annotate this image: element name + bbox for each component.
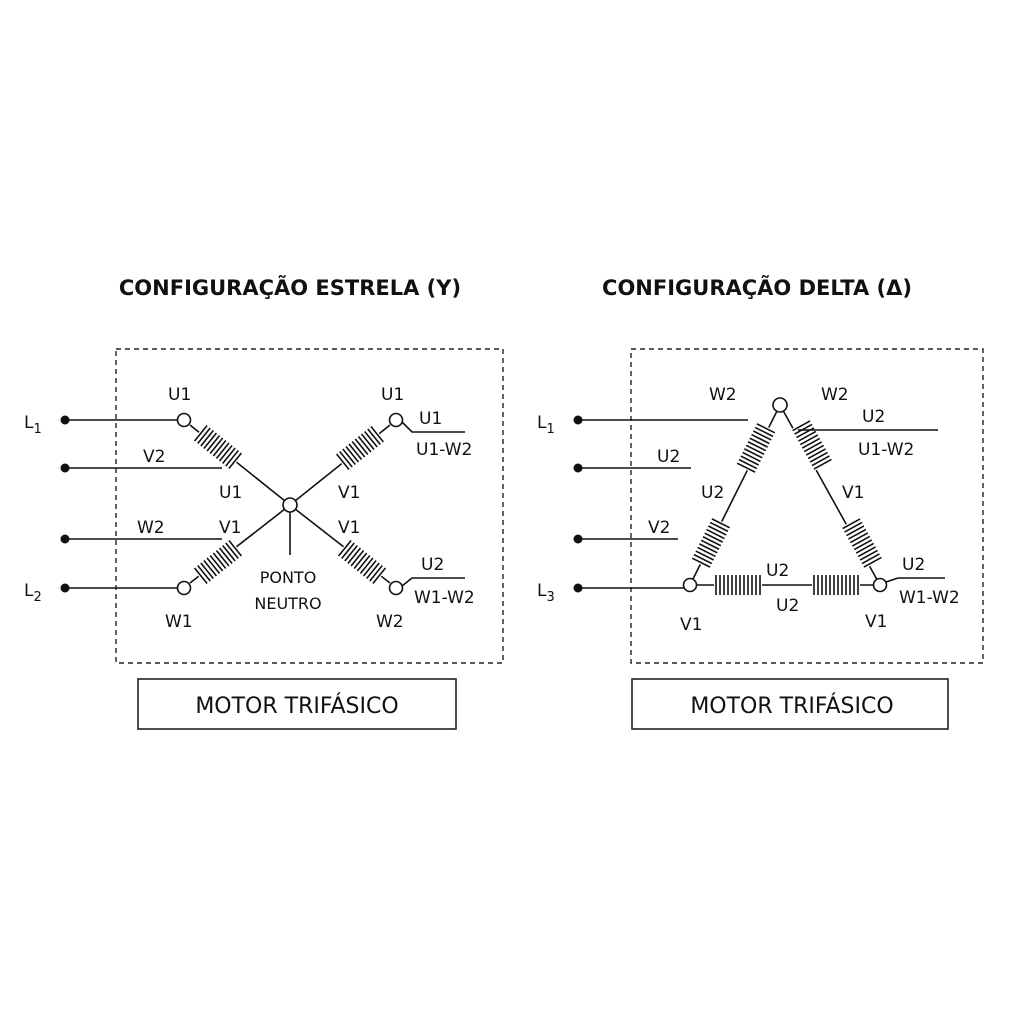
delta-label-v2-left-line: V2: [648, 518, 670, 538]
delta-left-terminal: [682, 577, 698, 593]
delta-label-u2-bottom-under: U2: [776, 596, 799, 616]
star-label-u2-right: U2: [421, 555, 444, 575]
delta-label-u2-top-right: U2: [862, 407, 885, 427]
star-label-w1w2: W1-W2: [414, 588, 475, 608]
star-coil-upper-left: [193, 424, 243, 470]
delta-caption: MOTOR TRIFÁSICO: [690, 693, 893, 719]
star-label-w1: W1: [165, 612, 193, 632]
star-label-v1-center: V1: [219, 518, 241, 538]
star-label-w2-bottom-right: W2: [376, 612, 404, 632]
delta-label-v1-bottom-right: V1: [865, 612, 887, 632]
delta-label-u2-right: U2: [902, 555, 925, 575]
star-label-u1-right: U1: [419, 409, 442, 429]
star-label-v2: V2: [143, 447, 165, 467]
star-coil-lower-right: [337, 539, 387, 585]
star-diagram: CONFIGURAÇÃO ESTRELA (Y) L1 L2: [24, 275, 504, 730]
delta-label-u2-bottom-top: U2: [766, 561, 789, 581]
star-label-v1-upper-right: V1: [338, 483, 360, 503]
star-caption: MOTOR TRIFÁSICO: [195, 693, 398, 719]
delta-label-v1-right-side: V1: [842, 483, 864, 503]
delta-coil-right-lower: [841, 517, 883, 569]
star-coil-lower-left: [193, 539, 243, 585]
star-coil-upper-right: [335, 425, 385, 471]
star-w2-right-terminal: [388, 580, 404, 596]
star-caption-box: [137, 678, 457, 730]
delta-l1-label: L1: [537, 413, 555, 437]
star-w1w2-lead: [401, 577, 465, 587]
star-title: CONFIGURAÇÃO ESTRELA (Y): [119, 275, 461, 300]
delta-coil-left-upper: [736, 422, 776, 474]
star-u1w2-lead: [401, 421, 465, 433]
star-u1-terminal: [176, 412, 192, 428]
star-w1-terminal: [176, 580, 192, 596]
delta-label-w1w2: W1-W2: [899, 588, 960, 608]
delta-right-terminal: [872, 577, 888, 593]
delta-coil-left-lower: [691, 517, 731, 569]
star-label-u1-top: U1: [168, 385, 191, 405]
delta-motor-boundary: [630, 348, 984, 664]
star-label-u1-top-right: U1: [381, 385, 404, 405]
star-neutral-point: [282, 497, 298, 513]
delta-label-u2-left-side: U2: [701, 483, 724, 503]
star-label-neutral-1: PONTO: [260, 568, 317, 587]
delta-caption-box: [631, 678, 949, 730]
star-motor-boundary: [115, 348, 504, 664]
delta-label-u1w2: U1-W2: [858, 440, 914, 460]
delta-diagram: CONFIGURAÇÃO DELTA (Δ) L1 L3: [537, 275, 984, 730]
star-l2-label: L2: [24, 581, 42, 605]
delta-label-v1-bottom-left: V1: [680, 615, 702, 635]
delta-coil-right-upper: [791, 419, 833, 471]
star-label-w2: W2: [137, 518, 165, 538]
star-label-neutral-2: NEUTRO: [254, 594, 321, 613]
delta-coil-bottom-right: [812, 575, 860, 595]
delta-l3-label: L3: [537, 581, 555, 605]
delta-top-terminal: [772, 397, 788, 413]
star-l1-label: L1: [24, 413, 42, 437]
delta-label-w2-top-right: W2: [821, 385, 849, 405]
star-label-u1w2: U1-W2: [416, 440, 472, 460]
delta-title: CONFIGURAÇÃO DELTA (Δ): [602, 275, 912, 300]
star-u1-right-terminal: [388, 412, 404, 428]
star-label-u1-center: U1: [219, 483, 242, 503]
star-label-v1-lower-right: V1: [338, 518, 360, 538]
delta-label-u2-left-line: U2: [657, 447, 680, 467]
delta-w1w2-lead: [885, 577, 945, 583]
delta-coil-bottom-left: [714, 575, 762, 595]
delta-label-w2-top-left: W2: [709, 385, 737, 405]
